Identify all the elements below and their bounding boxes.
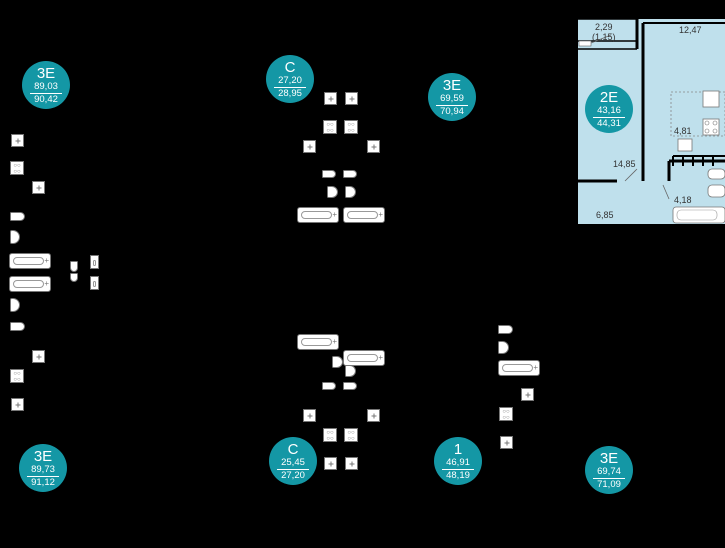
sink-fixture <box>32 181 45 194</box>
door-swing <box>590 34 612 44</box>
sink-fixture <box>303 140 316 153</box>
sink-fixture <box>303 409 316 422</box>
apartment-type: 2Е <box>599 89 619 106</box>
sink-fixture <box>367 140 380 153</box>
room-label-toilet: 4,18 <box>674 195 692 205</box>
room-label-balcony: 2,29 <box>595 22 613 32</box>
toilet-fixture <box>10 212 25 221</box>
apartment-type: 1 <box>453 441 463 458</box>
apartment-badge-3e-bottom-left[interactable]: 3Е 89,73 91,12 <box>19 444 67 492</box>
stove-fixture <box>702 118 720 136</box>
apartment-badge-c-top[interactable]: С 27,20 28,95 <box>266 55 314 103</box>
toilet-fixture <box>10 322 25 331</box>
toilet-fixture <box>498 325 513 334</box>
sink-fixture <box>345 92 358 105</box>
bathtub-fixture <box>297 207 339 223</box>
apartment-area-total: 71,09 <box>597 479 621 490</box>
apartment-area-living: 89,73 <box>27 465 59 477</box>
stove-fixture <box>10 369 24 383</box>
apartment-type: С <box>287 441 299 458</box>
toilet-fixture <box>707 184 725 198</box>
sink-fixture <box>521 388 534 401</box>
room-label-kitchen: 12,47 <box>679 25 702 35</box>
bathtub-fixture <box>343 207 385 223</box>
apartment-area-living: 69,59 <box>436 94 468 106</box>
toilet-fixture <box>332 356 343 368</box>
bathtub-fixture <box>9 276 51 292</box>
bathtub-fixture <box>672 206 725 224</box>
toilet-fixture <box>322 170 336 178</box>
apartment-area-total: 70,94 <box>440 106 464 117</box>
room-label-living: 14,85 <box>613 159 636 169</box>
apartment-area-living: 43,16 <box>593 106 625 118</box>
apartment-type: 3Е <box>36 65 56 82</box>
toilet-fixture <box>343 170 357 178</box>
apartment-area-living: 25,45 <box>277 458 309 470</box>
sink-fixture <box>11 134 24 147</box>
sink-fixture <box>345 457 358 470</box>
sink-fixture <box>324 457 337 470</box>
apartment-area-total: 91,12 <box>31 477 55 488</box>
room-label-balcony-reduced: (1,15) <box>592 32 616 42</box>
apartment-badge-2e-highlighted[interactable]: 2Е 43,16 44,31 <box>585 85 633 133</box>
apartment-area-total: 90,42 <box>34 94 58 105</box>
apartment-area-living: 27,20 <box>274 76 306 88</box>
toilet-fixture <box>707 168 725 180</box>
stove-fixture <box>323 428 337 442</box>
toilet-fixture <box>343 382 357 390</box>
sink-fixture <box>11 398 24 411</box>
apartment-badge-c-bottom[interactable]: С 25,45 27,20 <box>269 437 317 485</box>
apartment-type: 3Е <box>442 77 462 94</box>
toilet-fixture <box>498 341 509 354</box>
toilet-fixture <box>70 273 78 282</box>
stove-fixture <box>344 428 358 442</box>
apartment-area-living: 69,74 <box>593 467 625 479</box>
apartment-type: С <box>284 59 296 76</box>
apartment-type: 3Е <box>33 448 53 465</box>
balcony-radiator <box>578 40 592 47</box>
room-label-hall: 6,85 <box>596 210 614 220</box>
stove-fixture <box>323 120 337 134</box>
washbasin-fixture <box>90 255 99 269</box>
bathtub-fixture <box>498 360 540 376</box>
door-swing <box>662 184 670 200</box>
apartment-area-total: 27,20 <box>281 470 305 481</box>
kitchen-zone <box>670 91 725 137</box>
apartment-area-living: 46,91 <box>442 458 474 470</box>
toilet-fixture <box>322 382 336 390</box>
toilet-fixture <box>10 298 20 312</box>
stove-fixture <box>344 120 358 134</box>
toilet-fixture <box>345 365 356 377</box>
toilet-fixture <box>327 186 338 198</box>
apartment-badge-3e-top-left[interactable]: 3Е 89,03 90,42 <box>22 61 70 109</box>
bathtub-fixture <box>9 253 51 269</box>
apartment-area-total: 48,19 <box>446 470 470 481</box>
door-swing <box>624 168 638 182</box>
apartment-type: 3Е <box>599 450 619 467</box>
sink-fixture <box>32 350 45 363</box>
bathtub-fixture <box>343 350 385 366</box>
sink-fixture <box>324 92 337 105</box>
washbasin-fixture <box>677 138 693 152</box>
apartment-area-total: 44,31 <box>597 118 621 129</box>
toilet-fixture <box>10 230 20 244</box>
toilet-fixture <box>345 186 356 198</box>
sink-fixture <box>500 436 513 449</box>
stove-fixture <box>499 407 513 421</box>
apartment-badge-3e-bottom-right[interactable]: 3Е 69,74 71,09 <box>585 446 633 494</box>
bathtub-fixture <box>297 334 339 350</box>
apartment-area-living: 89,03 <box>30 82 62 94</box>
washbasin-fixture <box>90 276 99 290</box>
room-label-bathroom: 4,81 <box>674 126 692 136</box>
toilet-fixture <box>70 261 78 272</box>
sink-fixture <box>702 90 720 108</box>
sink-fixture <box>367 409 380 422</box>
apartment-badge-1-bottom[interactable]: 1 46,91 48,19 <box>434 437 482 485</box>
stove-fixture <box>10 161 24 175</box>
apartment-badge-3e-top-right[interactable]: 3Е 69,59 70,94 <box>428 73 476 121</box>
apartment-area-total: 28,95 <box>278 88 302 99</box>
